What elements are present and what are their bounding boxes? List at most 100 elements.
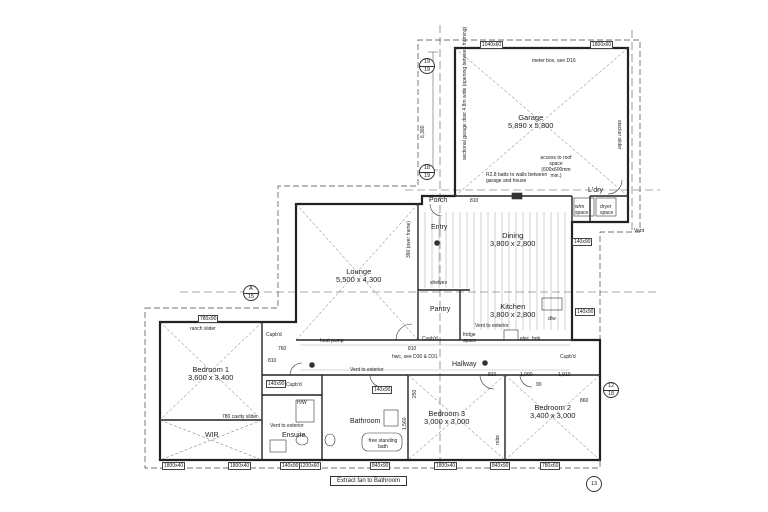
fixture-dot [309,362,315,368]
exterior-walls [158,46,630,462]
room-diagonal [504,374,601,461]
roof-access-note: access to roof space (600x600mm min.) [540,155,572,179]
cavity-slider-note: 780 cavity slider [222,414,258,420]
grid-marker-top: 12 [604,383,618,391]
vent-note-2: Vent to exterior [350,367,384,373]
pantry-label: Pantry [430,306,451,313]
cupbd-note-2: Cupb'd [286,382,302,388]
dim-810-c: 810 [470,198,479,204]
room-name: Garage [518,113,544,122]
shower-fixture [295,399,315,423]
robe-note: robe [495,434,501,445]
room-size: 5,500 x 4,300 [336,275,382,284]
fixture-dot [482,360,488,366]
hw-note: H/W [297,400,307,406]
toilet-fixture [324,433,336,447]
dim-860: 860 [580,398,589,404]
room-diagonal [407,374,506,461]
meter-box-note: meter box, see D16 [532,58,576,64]
dim-250: 250 [412,389,418,398]
room-diagonal [159,321,263,421]
frame-390-note: 390 (over frame) [406,221,412,258]
room-name: Bedroom 1 [192,365,230,374]
window-tag: 140x90 [280,462,301,470]
room-size: 3,800 x 2,800 [490,310,536,319]
window-tag: 840x90 [490,462,511,470]
bathroom-label: Bathroom [350,418,381,425]
hob-note: elec. hob [520,336,541,342]
dim-6380: 6,380 [420,125,426,138]
toilet-fixture [295,434,309,446]
meter-box [511,192,523,200]
grid-marker: 19 19 [419,58,435,74]
dim-1000: 1,000 [520,372,533,378]
window-tag: 1800x40 [228,462,252,470]
section-sheet: 15 [247,294,255,300]
window-tag: 1200x60 [298,462,322,470]
garage-batts-note: R2.8 batts to walls between garage and h… [486,172,548,184]
wir-label: WIR [205,432,219,439]
dim-90: 90 [536,382,542,388]
fixture-dot [434,240,440,246]
ranch-slider-note: ranch slider [190,326,216,332]
window-tag: 780x90 [198,315,219,323]
section-letter: A [244,286,258,294]
sink-fixture [503,329,519,341]
bedroom2-label: Bedroom 2 3,400 x 3,000 [530,404,575,420]
room-name: Dining [502,231,524,240]
washer-fixture [573,197,595,217]
grid-marker: 13 [586,476,602,492]
section-marker: A 15 [243,285,259,301]
bath-note: free standing bath [368,438,398,450]
hob-fixture [541,297,563,311]
cupbd-note-4: Cupb'd [560,354,576,360]
window-tag: 140x90 [572,238,593,246]
door-swing [479,374,495,390]
room-name: Kitchen [500,302,526,311]
grid-marker-bottom: 19 [423,173,431,179]
window-tag: 1800x60 [590,41,614,49]
dryer-note: dryer space [600,204,614,216]
room-diagonal [159,419,263,461]
ensuite-label: Ensuite [282,432,306,439]
dim-760: 760 [278,346,287,352]
window-tag: 140x90 [372,386,393,394]
room-diagonal [454,47,629,197]
room-diagonal [504,374,601,461]
room-diagonal [407,374,506,461]
room-diagonal [295,203,419,341]
ldry-label: L'dry [588,187,603,194]
window-tag: 1800x40 [434,462,458,470]
grid-marker-top: 19 [420,59,434,67]
vent-note-3: Vent to exterior [270,423,304,429]
room-diagonal [454,47,629,197]
wm-note: w/m space [575,204,589,216]
door-swing [289,362,303,376]
door-swing [395,323,413,341]
grid-marker-bottom: 18 [607,391,615,397]
bath-fixture [361,432,403,452]
window-tag: 1040x60 [480,41,504,49]
dim-810-d: 810 [268,358,277,364]
grid-marker: 18 19 [419,164,435,180]
room-size: 3,600 x 3,400 [188,373,234,382]
room-size: 3,800 x 2,800 [490,239,536,248]
bedroom3-label: Bedroom 3 3,000 x 3,000 [424,410,469,426]
room-name: Lounge [346,267,372,276]
garage-label: Garage 5,890 x 5,800 [508,114,553,130]
window-tag: 140x90 [575,308,596,316]
room-name: Bedroom 3 [428,409,466,418]
vent-note: Vent [634,228,645,234]
vanity-fixture [269,439,287,453]
room-diagonal [159,419,263,461]
window-tag: 1800x40 [162,462,186,470]
vanity-fixture [383,409,399,427]
dim-1560: 1,560 [402,417,408,430]
dim-1910: 1,910 [558,372,571,378]
room-size: 5,890 x 5,800 [508,121,554,130]
heat-pump-note: heat pump [320,338,344,344]
fridge-note: fridge space [463,332,477,344]
window-tag: 840x90 [370,462,391,470]
lounge-label: Lounge 5,500 x 4,300 [336,268,381,284]
